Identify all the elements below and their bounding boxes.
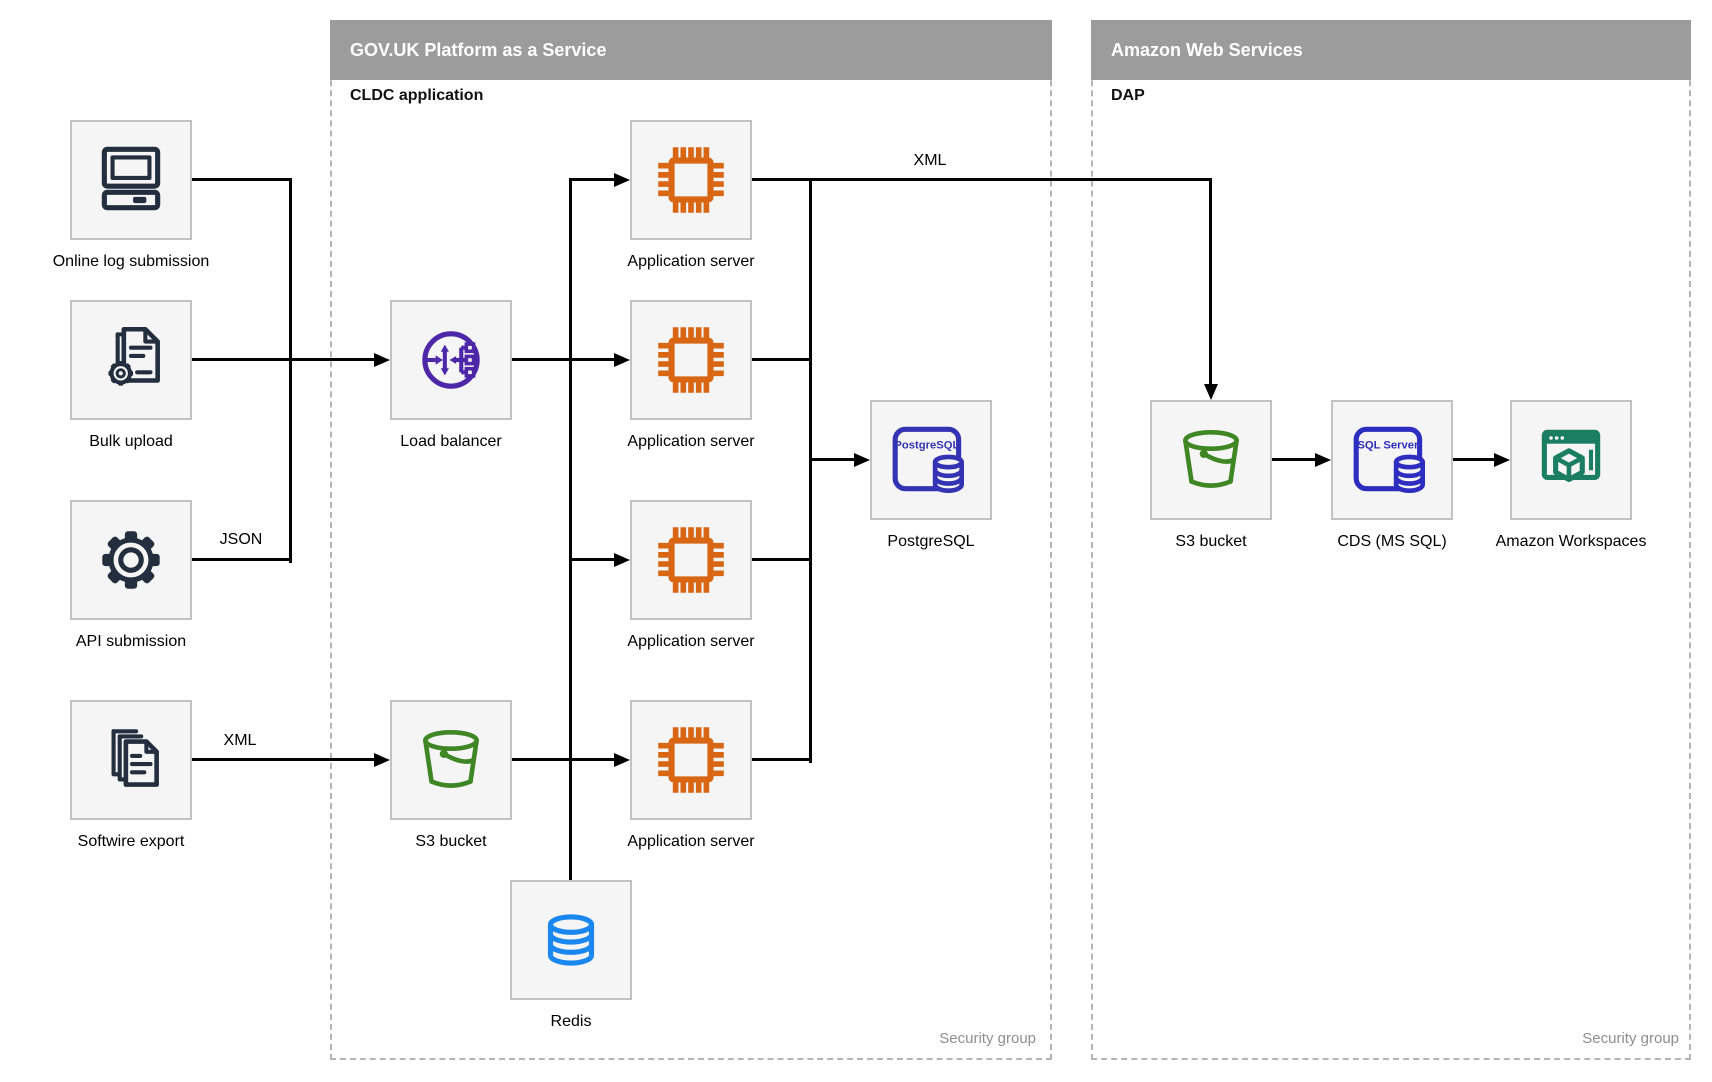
stacked-documents-icon [111, 729, 159, 787]
node-softwire-export [70, 700, 192, 820]
load-balancer-icon [422, 331, 480, 389]
aws-sublabel: DAP [1111, 87, 1145, 104]
edge-s3aws-to-cds [1272, 458, 1315, 461]
edge-cds-to-workspaces [1453, 458, 1494, 461]
node-application-server-1 [630, 120, 752, 240]
aws-header: Amazon Web Services [1091, 20, 1691, 80]
edge-xml-down [1209, 178, 1212, 386]
node-label: Application server [627, 433, 755, 450]
node-label: Bulk upload [89, 433, 173, 450]
edge-app4-out [752, 758, 812, 761]
paas-title: GOV.UK Platform as a Service [350, 39, 607, 60]
arrowhead-into-app4 [614, 753, 630, 767]
paas-sublabel: CLDC application [350, 87, 484, 104]
node-label: Softwire export [77, 833, 185, 850]
node-application-server-2 [630, 300, 752, 420]
node-label: PostgreSQL [887, 533, 975, 550]
cpu-chip-icon [658, 527, 724, 593]
edge-label-json: JSON [219, 531, 263, 548]
edge-lb-out [512, 358, 571, 361]
node-label: Redis [550, 1013, 592, 1030]
node-s3-bucket-paas [390, 700, 512, 820]
node-bulk-upload [70, 300, 192, 420]
edge-s3-to-app4 [512, 758, 614, 761]
arrowhead-into-app2 [614, 353, 630, 367]
edge-app3-out [752, 558, 812, 561]
arrowhead-into-loadbalancer [374, 353, 390, 367]
edge-collector-vertical [809, 178, 812, 763]
edge-app1-xml-horizontal [752, 178, 1212, 181]
paas-header: GOV.UK Platform as a Service [330, 20, 1052, 80]
edge-bulk-to-lb [192, 358, 374, 361]
arrowhead-into-postgresql [854, 453, 870, 467]
edge-softwire-to-s3 [192, 758, 374, 761]
edge-to-app3 [570, 558, 614, 561]
s3-bucket-icon [1183, 430, 1239, 488]
edge-to-postgresql [810, 458, 854, 461]
postgresql-icon: PostgreSQL [892, 426, 964, 494]
document-gear-icon [108, 326, 160, 386]
edge-distribution-vertical [569, 178, 572, 883]
node-label: S3 bucket [415, 833, 487, 850]
node-postgresql: PostgreSQL [870, 400, 992, 520]
cpu-chip-icon [658, 147, 724, 213]
cpu-chip-icon [658, 327, 724, 393]
node-label: Online log submission [52, 253, 210, 270]
edge-onlinelog-out [192, 178, 292, 181]
svg-text:SQL Server: SQL Server [1357, 440, 1419, 452]
computer-icon [101, 146, 161, 211]
arrowhead-into-cds [1315, 453, 1331, 467]
cpu-chip-icon [658, 727, 724, 793]
node-label: S3 bucket [1175, 533, 1247, 550]
node-application-server-3 [630, 500, 752, 620]
aws-security-group-label: Security group [1582, 1030, 1679, 1047]
node-label: Amazon Workspaces [1495, 533, 1647, 550]
workspaces-icon [1541, 429, 1601, 483]
arrowhead-into-workspaces [1494, 453, 1510, 467]
node-amazon-workspaces [1510, 400, 1632, 520]
node-label: Application server [627, 253, 755, 270]
edge-app2-out [752, 358, 812, 361]
node-cds-mssql: SQL Server [1331, 400, 1453, 520]
gear-icon [102, 531, 160, 589]
node-redis [510, 880, 632, 1000]
node-application-server-4 [630, 700, 752, 820]
sql-server-icon: SQL Server [1353, 426, 1425, 494]
node-label: CDS (MS SQL) [1337, 533, 1447, 550]
edge-to-app1 [570, 178, 614, 181]
svg-text:PostgreSQL: PostgreSQL [894, 440, 959, 452]
node-s3-bucket-aws [1150, 400, 1272, 520]
node-label: API submission [75, 633, 187, 650]
edge-merge-vertical [289, 178, 292, 563]
aws-title: Amazon Web Services [1111, 39, 1303, 60]
node-load-balancer [390, 300, 512, 420]
edge-to-app2 [570, 358, 614, 361]
arrowhead-into-s3paas [374, 753, 390, 767]
edge-label-xml-softwire: XML [223, 732, 257, 749]
node-label: Application server [627, 833, 755, 850]
arrowhead-into-app1 [614, 173, 630, 187]
database-cylinder-icon [547, 914, 595, 966]
node-online-log-submission [70, 120, 192, 240]
edge-label-xml-app: XML [913, 152, 947, 169]
arrowhead-into-s3aws [1204, 384, 1218, 400]
node-label: Application server [627, 633, 755, 650]
arrowhead-into-app3 [614, 553, 630, 567]
node-api-submission [70, 500, 192, 620]
s3-bucket-icon [423, 730, 479, 788]
node-label: Load balancer [400, 433, 502, 450]
paas-security-group-label: Security group [939, 1030, 1036, 1047]
edge-api-out [192, 558, 291, 561]
